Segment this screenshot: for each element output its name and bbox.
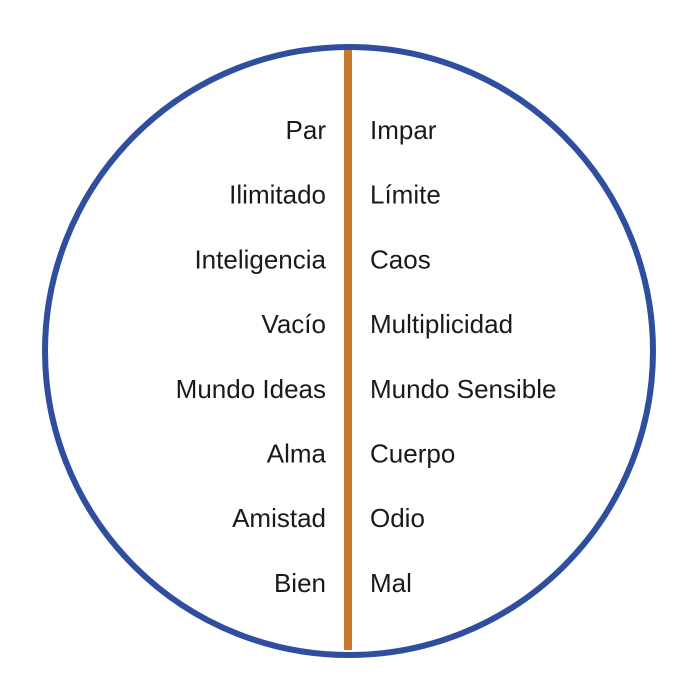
left-term-4: Vacío bbox=[261, 309, 326, 339]
right-term-3: Caos bbox=[370, 244, 431, 274]
right-term-6: Cuerpo bbox=[370, 439, 455, 469]
left-term-8: Bien bbox=[274, 568, 326, 598]
right-term-7: Odio bbox=[370, 503, 425, 533]
left-term-6: Alma bbox=[267, 439, 327, 469]
left-term-2: Ilimitado bbox=[229, 180, 326, 210]
right-term-1: Impar bbox=[370, 115, 437, 145]
right-term-8: Mal bbox=[370, 568, 412, 598]
left-term-1: Par bbox=[286, 115, 327, 145]
right-term-2: Límite bbox=[370, 180, 441, 210]
right-term-4: Multiplicidad bbox=[370, 309, 513, 339]
left-term-3: Inteligencia bbox=[194, 244, 326, 274]
right-term-5: Mundo Sensible bbox=[370, 374, 556, 404]
outer-circle bbox=[42, 44, 656, 658]
left-term-5: Mundo Ideas bbox=[176, 374, 326, 404]
left-term-7: Amistad bbox=[232, 503, 326, 533]
